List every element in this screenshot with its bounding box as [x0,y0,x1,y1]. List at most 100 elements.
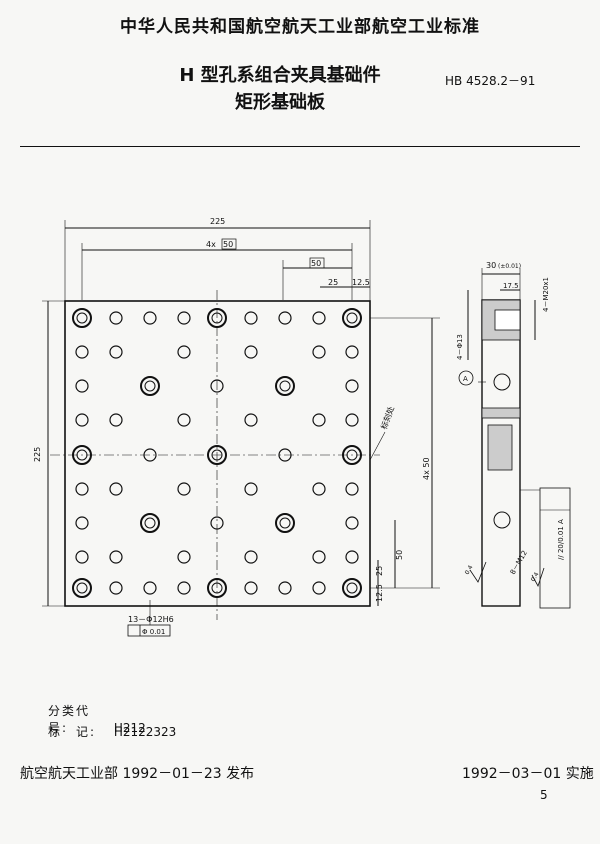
issue-date: 航空航天工业部 1992－01－23 发布 [20,766,255,782]
dim-25: 25 [328,278,338,287]
hole [72,308,92,328]
datum-a-label: A [463,375,468,383]
hole [140,513,160,533]
hole [244,581,258,595]
hole [345,379,359,393]
hole [207,578,227,598]
hole [312,482,326,496]
hole [342,308,362,328]
hole [275,513,295,533]
hole [109,482,123,496]
roughness-2: 0.4 [530,571,541,583]
hole [75,516,89,530]
hole-bore [346,312,358,324]
hole [312,581,326,595]
hole [177,311,191,325]
hole [312,311,326,325]
side-dim-30: 30 [486,261,496,270]
hole [72,445,92,465]
screw-hole-note: 8－M12 [509,549,529,576]
dim-boxed-50: 50 [223,240,233,249]
hole [75,379,89,393]
hole [109,311,123,325]
hole [75,482,89,496]
hole [244,482,258,496]
title-line-1: H 型孔系组合夹具基础件 [179,65,381,86]
dim-12-5-vertical: 12.5 [375,584,384,602]
hole [244,345,258,359]
side-dim-17-5: 17.5 [503,282,519,290]
hole-bore [279,380,291,392]
hole [275,376,295,396]
hole-bore [76,312,88,324]
position-tolerance: Φ 0.01 [142,628,165,636]
hole [345,516,359,530]
classification-value: H212 [113,721,146,735]
dim-boxed-50-vertical: 50 [395,550,404,560]
dim-pitch-vertical: 4x 50 [422,457,431,480]
hole [345,550,359,564]
hole [177,482,191,496]
hole-grid [72,308,362,598]
hole-bore [346,582,358,594]
hole-bore [211,449,223,461]
hole [109,550,123,564]
hole [177,550,191,564]
base-plate-outline [64,300,371,607]
hole [75,345,89,359]
hole [278,581,292,595]
hole-bore [346,449,358,461]
technical-drawing: 225 4x 50 50 25 12.5 225 4x 50 50 25 12.… [33,217,571,637]
hole [109,413,123,427]
document-title: H 型孔系组合夹具基础件 矩形基础板 [150,62,410,116]
hole [244,550,258,564]
hole [278,311,292,325]
hole [210,379,224,393]
hole-bore [144,517,156,529]
title-line-2: 矩形基础板 [235,92,325,113]
page-number: 5 [540,788,548,802]
hole [143,448,157,462]
hole [312,550,326,564]
side-dim-tolerance: (±0.01) [498,263,521,270]
hole [210,516,224,530]
marking-value: H2122323 [113,725,177,739]
hole [244,311,258,325]
hole-bore [76,582,88,594]
hole [75,413,89,427]
counterbore-note: 4－Φ13 [456,334,464,360]
dim-12-5: 12.5 [352,278,370,287]
hole [109,345,123,359]
hole [140,376,160,396]
hole [177,581,191,595]
dim-overall-height: 225 [33,447,42,462]
hole-bore [211,312,223,324]
hole [312,413,326,427]
hole [278,448,292,462]
hole-bore [144,380,156,392]
standard-code: HB 4528.2－91 [445,74,536,88]
marking-label: 标 记: [48,725,97,739]
classification-label: 分类代号: [48,704,91,735]
hole-bore [211,582,223,594]
dim-boxed-50-b: 50 [311,259,321,268]
classification-row: 分类代号: H212 [48,702,146,736]
hole [143,311,157,325]
hole [109,581,123,595]
hole [75,550,89,564]
hole-bore [76,449,88,461]
hole [177,345,191,359]
hole [342,445,362,465]
hole-bore [279,517,291,529]
hole-spec-note: 13－Φ12H6 [128,615,174,624]
hole [72,578,92,598]
dim-overall-width: 225 [210,217,225,226]
implementation-date: 1992－03－01 实施 [462,766,594,782]
hole [342,578,362,598]
hole [207,308,227,328]
hole [312,345,326,359]
hole [207,445,227,465]
hole [143,581,157,595]
mark-location-label: 标刻处 [378,405,396,431]
standard-header: 中华人民共和国航空航天工业部航空工业标准 [120,17,480,37]
